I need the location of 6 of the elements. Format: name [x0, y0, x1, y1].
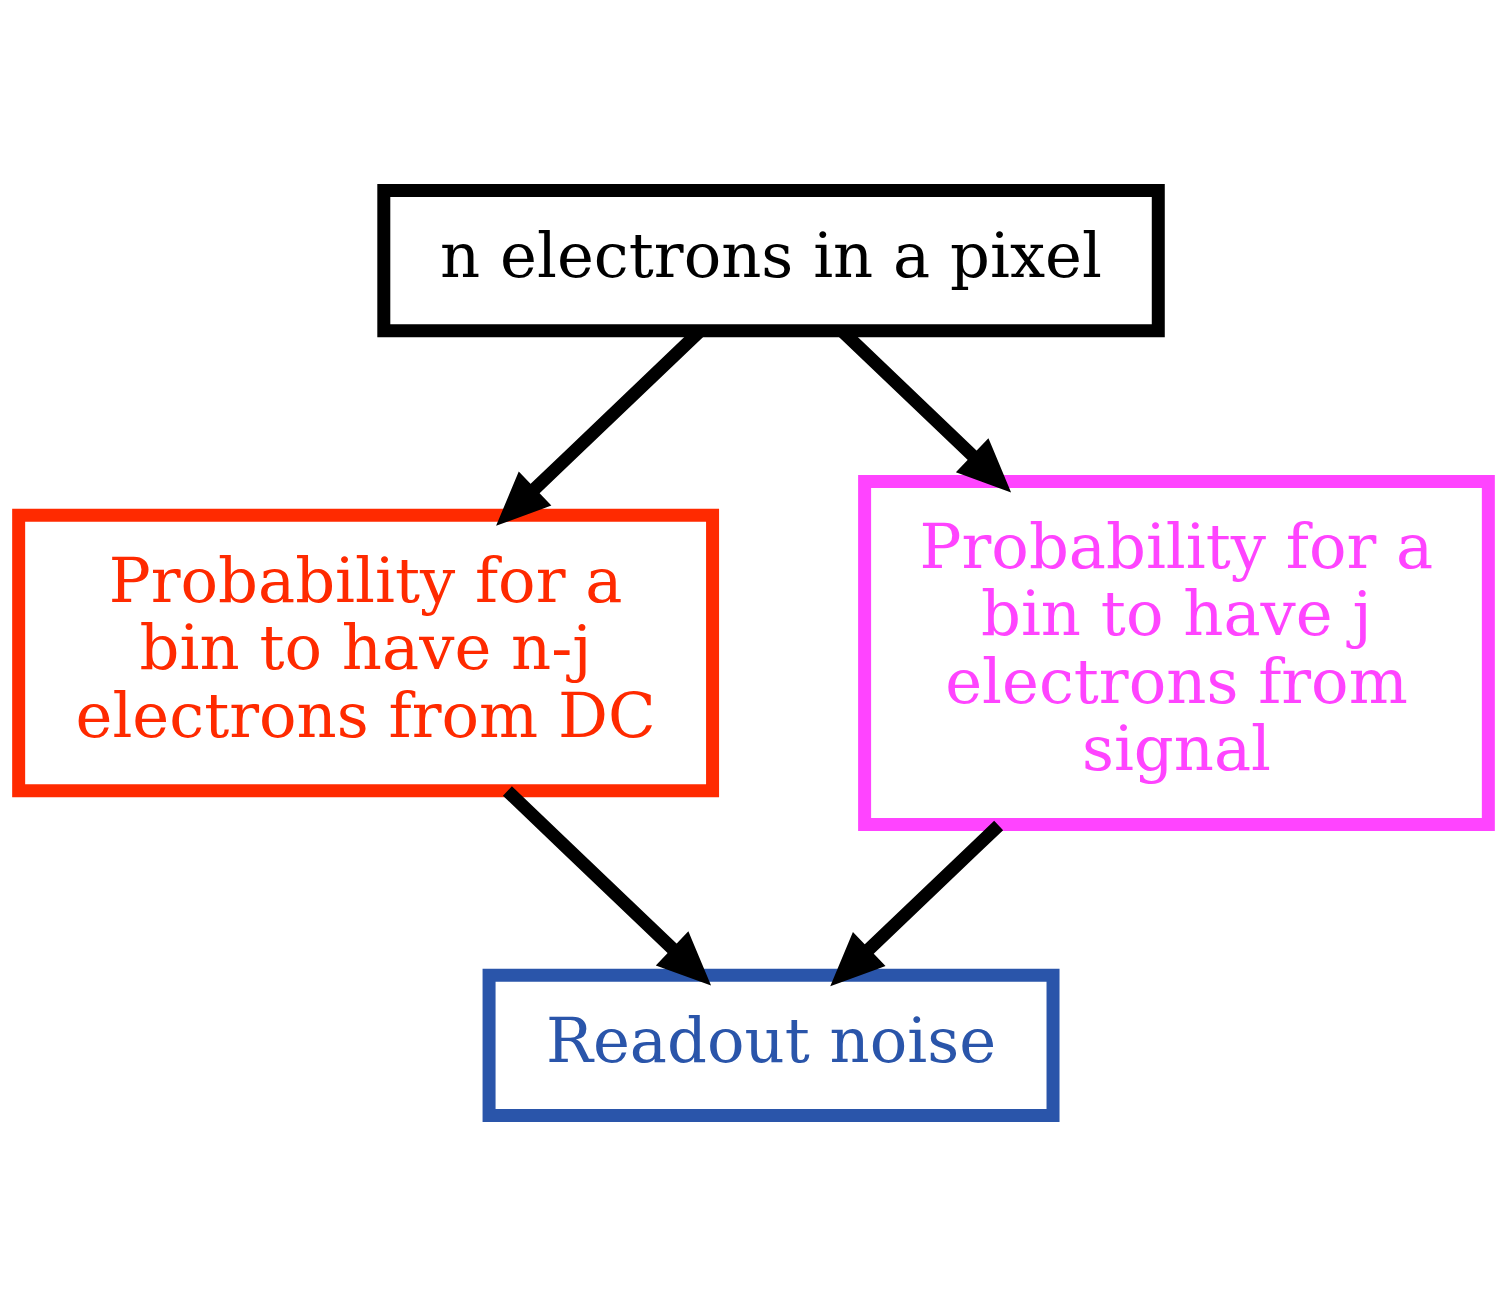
node-box: n electrons in a pixel [377, 183, 1165, 338]
node-box: Probability for a bin to have n-j electrons from DC [12, 508, 720, 798]
arrow [502, 786, 712, 986]
node-box: Probability for a bin to have j electrons from signal [858, 474, 1495, 832]
arrow [830, 820, 1004, 987]
node-box: Readout noise [482, 968, 1060, 1123]
